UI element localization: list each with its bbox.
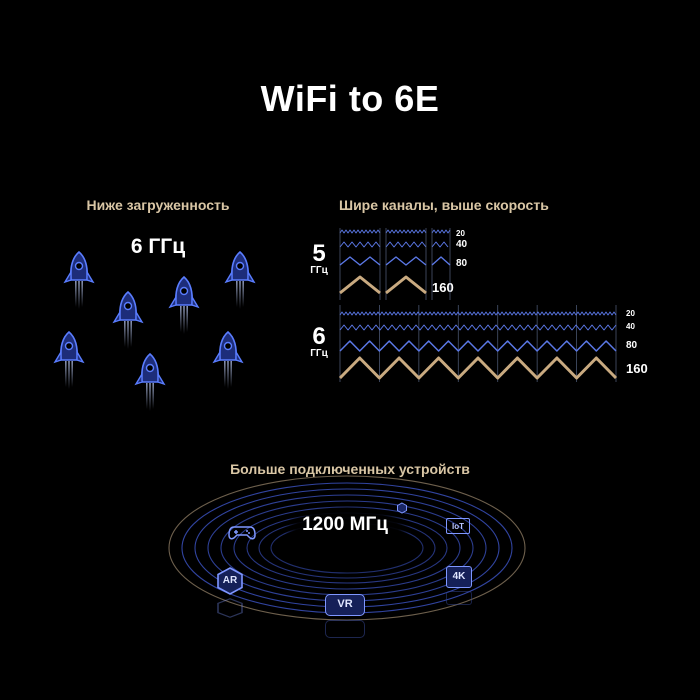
wave-5ghz-160 <box>339 275 381 295</box>
wave-6ghz-160 <box>338 356 618 380</box>
wave-5ghz-80 <box>385 256 427 266</box>
page-title: WiFi to 6E <box>260 78 440 119</box>
vr-label: VR <box>337 598 353 610</box>
band5-width-20: 20 <box>456 229 465 238</box>
wave-5ghz-40 <box>385 241 427 248</box>
wave-5ghz-80 <box>431 256 451 266</box>
wave-5ghz-20 <box>339 229 381 234</box>
band6-width-160: 160 <box>626 361 648 376</box>
band5-unit: ГГц <box>310 265 328 276</box>
vr-headset-icon: VR <box>325 594 365 616</box>
small-device-icon <box>397 502 407 514</box>
ar-reflection <box>216 598 244 618</box>
hexagon-icon <box>217 567 243 595</box>
ar-device-icon: AR <box>216 567 244 595</box>
4k-device-icon: 4K <box>446 566 472 588</box>
wave-5ghz-20 <box>431 229 451 234</box>
band5-number: 5 <box>312 240 326 267</box>
wave-6ghz-20 <box>339 311 617 316</box>
wave-5ghz-80 <box>339 256 381 266</box>
wave-5ghz-40 <box>339 241 381 248</box>
wave-5ghz-40 <box>431 241 449 248</box>
center-glow <box>283 506 411 550</box>
ar-label: AR <box>222 575 238 586</box>
iot-label: IoT <box>452 522 464 531</box>
band5-width-40: 40 <box>456 239 468 250</box>
4k-reflection <box>446 591 472 605</box>
band5-width-80: 80 <box>456 258 468 269</box>
vr-reflection <box>325 620 365 638</box>
band6-number: 6 <box>312 323 326 350</box>
band6-width-80: 80 <box>626 340 638 351</box>
wider-channels-heading: Шире каналы, выше скорость <box>339 197 549 213</box>
band6-width-20: 20 <box>626 309 635 318</box>
gamepad-icon <box>228 526 256 540</box>
wave-6ghz-80 <box>339 340 617 352</box>
4k-label: 4K <box>452 571 466 582</box>
iot-device-icon: IoT <box>446 518 470 534</box>
lower-load-heading: Ниже загруженность <box>86 197 230 213</box>
more-devices-heading: Больше подключенных устройств <box>230 461 470 477</box>
hexagon-icon <box>217 598 243 618</box>
signal-ring <box>168 475 526 621</box>
band5-width-160: 160 <box>432 280 454 295</box>
band6-unit: ГГц <box>310 348 328 359</box>
wave-6ghz-40 <box>339 324 617 331</box>
wave-5ghz-20 <box>385 229 427 234</box>
wave-5ghz-160 <box>385 275 427 295</box>
spectrum-1200mhz-label: 1200 МГц <box>302 514 388 535</box>
band-6ghz-label: 6 ГГц <box>130 235 186 258</box>
band6-width-40: 40 <box>626 322 635 331</box>
